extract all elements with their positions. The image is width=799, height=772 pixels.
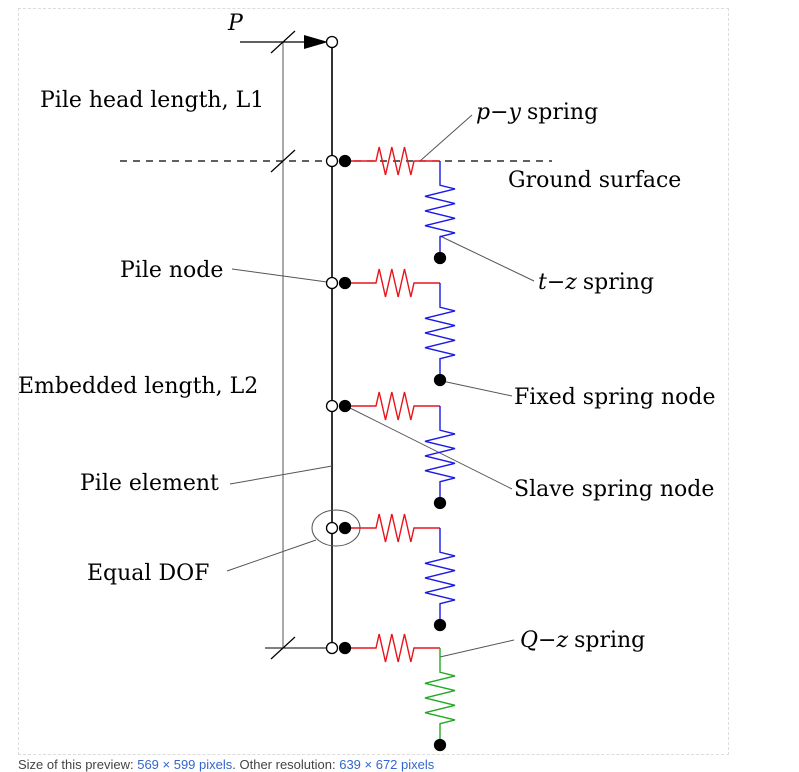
leader-qz-spring bbox=[439, 639, 515, 658]
nodes-group bbox=[325, 35, 447, 752]
py-spring-5 bbox=[345, 633, 440, 663]
fixed-spring-node-5 bbox=[433, 738, 447, 752]
py-spring-1 bbox=[345, 146, 440, 176]
figure-frame bbox=[18, 8, 729, 755]
slave-spring-node-5 bbox=[338, 641, 352, 655]
leader-pile-element bbox=[229, 465, 333, 485]
load-label: P bbox=[227, 11, 244, 36]
tz-spring-minus: − bbox=[547, 270, 565, 295]
py-spring-4 bbox=[345, 513, 440, 543]
slave-spring-node-4 bbox=[338, 521, 352, 535]
other-resolution-link[interactable]: 639 × 672 pixels bbox=[339, 757, 435, 772]
pile-node-1 bbox=[325, 154, 339, 168]
leader-equal-dof bbox=[226, 539, 317, 572]
embedded-length-label: Embedded length, L2 bbox=[18, 374, 258, 399]
qz-spring-sym-z: z bbox=[555, 628, 568, 653]
dimension-tick-ground bbox=[270, 149, 296, 173]
caption-middle: . Other resolution: bbox=[232, 757, 340, 772]
pile-node-2 bbox=[325, 276, 339, 290]
slave-spring-node-1 bbox=[338, 154, 352, 168]
springs-group bbox=[345, 146, 456, 745]
fixed-spring-node-4 bbox=[433, 618, 447, 632]
py-spring-word: spring bbox=[527, 100, 598, 125]
fixed-spring-node-1 bbox=[433, 251, 447, 265]
slave-spring-node-3 bbox=[338, 399, 352, 413]
equal-dof-ellipse bbox=[311, 509, 361, 547]
load-arrow-head bbox=[304, 35, 328, 49]
pile-node-3 bbox=[325, 399, 339, 413]
py-spring-sym-p: p bbox=[476, 100, 490, 125]
slave-spring-node-2 bbox=[338, 276, 352, 290]
tz-spring-sym-t: t bbox=[538, 270, 547, 295]
pile-node-label: Pile node bbox=[120, 258, 223, 283]
pile-element-label: Pile element bbox=[80, 471, 219, 496]
tz-spring-word: spring bbox=[583, 270, 654, 295]
py-spring-2 bbox=[345, 268, 440, 298]
qz-spring-word: spring bbox=[574, 628, 645, 653]
qz-spring-minus: − bbox=[538, 628, 556, 653]
tz-spring-sym-z: z bbox=[564, 270, 577, 295]
py-spring-sym-y: y bbox=[508, 100, 522, 125]
ground-surface-label: Ground surface bbox=[508, 168, 681, 193]
py-spring-3 bbox=[345, 391, 440, 421]
qz-spring bbox=[424, 648, 456, 745]
pile-node-5 bbox=[325, 641, 339, 655]
caption-prefix: Size of this preview: bbox=[18, 757, 138, 772]
py-spring-minus: − bbox=[490, 100, 508, 125]
leader-py-spring bbox=[419, 114, 473, 162]
tz-spring-2 bbox=[424, 283, 456, 380]
tz-spring-4 bbox=[424, 528, 456, 625]
pile-node-4 bbox=[325, 521, 339, 535]
tz-spring-1 bbox=[424, 161, 456, 258]
slave-spring-node-label: Slave spring node bbox=[514, 477, 714, 502]
preview-caption: Size of this preview: 569 × 599 pixels. … bbox=[18, 757, 434, 772]
leader-tz-spring bbox=[439, 235, 535, 282]
fixed-spring-node-label: Fixed spring node bbox=[514, 385, 716, 410]
fixed-spring-node-2 bbox=[433, 373, 447, 387]
leader-slave-spring-node bbox=[345, 405, 513, 490]
preview-size-link[interactable]: 569 × 599 pixels bbox=[137, 757, 233, 772]
leader-pile-node bbox=[231, 268, 328, 283]
qz-spring-sym-q: Q bbox=[520, 628, 538, 653]
equal-dof-label: Equal DOF bbox=[87, 561, 209, 586]
leader-fixed-spring-node bbox=[441, 380, 513, 397]
tz-spring-3 bbox=[424, 406, 456, 503]
pile-head-node bbox=[325, 35, 339, 49]
fixed-spring-node-3 bbox=[433, 496, 447, 510]
pile-head-length-label: Pile head length, L1 bbox=[40, 88, 264, 113]
